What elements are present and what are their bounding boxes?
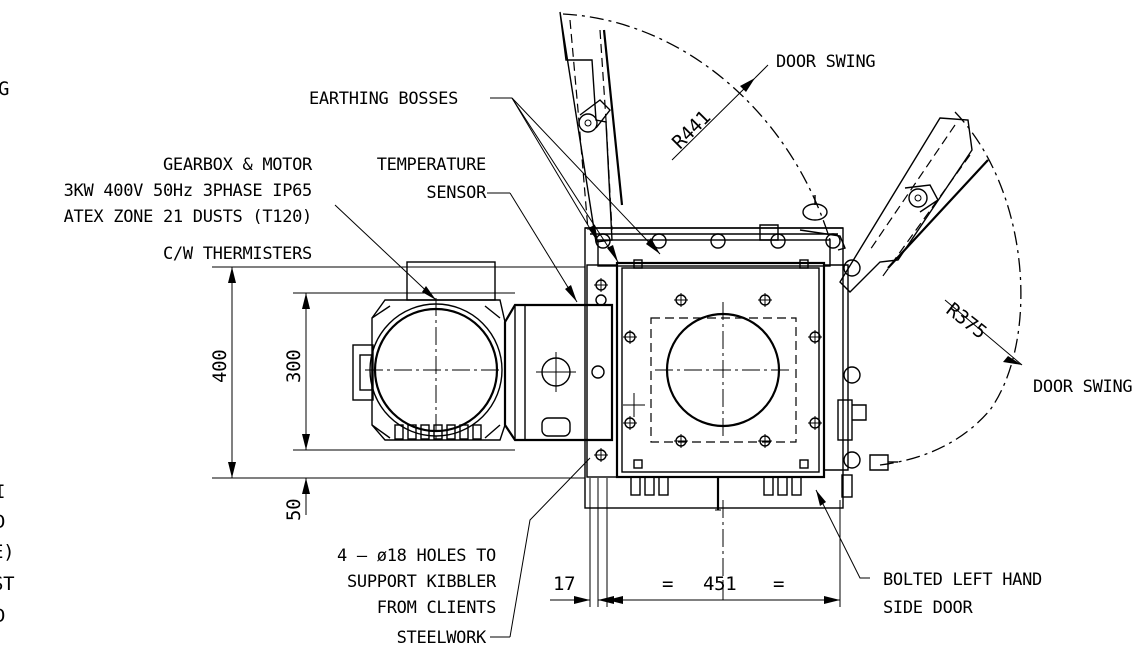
annotations: DOOR SWING DOOR SWING EARTHING BOSSES GE…	[64, 52, 1133, 648]
bottom-bolts	[630, 476, 802, 511]
dimension-50-label: 50	[283, 499, 305, 521]
gearbox-label-line2: 3KW 400V 50Hz 3PHASE IP65	[64, 181, 312, 201]
dimension-451-label: 451	[703, 573, 736, 595]
dimension-17-label: 17	[553, 573, 575, 595]
dimension-400-label: 400	[209, 350, 231, 383]
door-swing-label-right: DOOR SWING	[1033, 377, 1132, 397]
open-door-right	[839, 117, 989, 293]
radius-375-label: R375	[942, 299, 991, 344]
holes-label-line3: FROM CLIENTS	[377, 598, 496, 618]
edge-fragments: G I D E) ST D	[0, 78, 15, 627]
door-swing-label-top: DOOR SWING	[776, 52, 875, 72]
dimension-text: R441 R375 400 300 50 17 = 451 =	[209, 106, 991, 595]
gearbox-motor	[352, 261, 614, 442]
holes-label-line2: SUPPORT KIBBLER	[347, 572, 497, 592]
edge-fragment-4: E)	[0, 541, 14, 563]
door-swing-arc-top	[562, 13, 831, 241]
motor-fins	[394, 424, 482, 440]
edge-fragment-6: D	[0, 605, 5, 627]
door-swing-arcs	[562, 13, 1022, 466]
gearbox-label-line1: GEARBOX & MOTOR	[163, 155, 313, 175]
edge-fragment-5: ST	[0, 573, 14, 595]
main-housing	[584, 195, 898, 511]
temperature-sensor-label-line2: SENSOR	[426, 183, 487, 203]
dimension-equal-left: =	[662, 573, 673, 595]
dimension-equal-right: =	[773, 573, 784, 595]
radius-441-label: R441	[668, 106, 715, 153]
holes-label-line4: STEELWORK	[397, 628, 487, 648]
edge-fragment-3: D	[0, 511, 5, 533]
gearbox-label-line3: ATEX ZONE 21 DUSTS (T120)	[64, 207, 312, 227]
earthing-bosses-label: EARTHING BOSSES	[309, 89, 458, 109]
gearbox-label-line4: C/W THERMISTERS	[163, 244, 312, 264]
flange-holes	[623, 293, 822, 448]
dimension-lines	[212, 77, 1023, 607]
edge-fragment-2: I	[0, 481, 5, 503]
temperature-sensor-label-line1: TEMPERATURE	[377, 155, 486, 175]
door-swing-arc-right	[879, 111, 1022, 466]
open-door-top	[559, 11, 624, 243]
edge-fragment-1: G	[0, 78, 9, 100]
bolted-door-label-line2: SIDE DOOR	[883, 598, 973, 618]
bolted-door-label-line1: BOLTED LEFT HAND	[883, 570, 1042, 590]
dimension-300-label: 300	[283, 350, 305, 383]
leader-lines	[334, 64, 870, 638]
holes-label-line1: 4 – ø18 HOLES TO	[337, 546, 496, 566]
